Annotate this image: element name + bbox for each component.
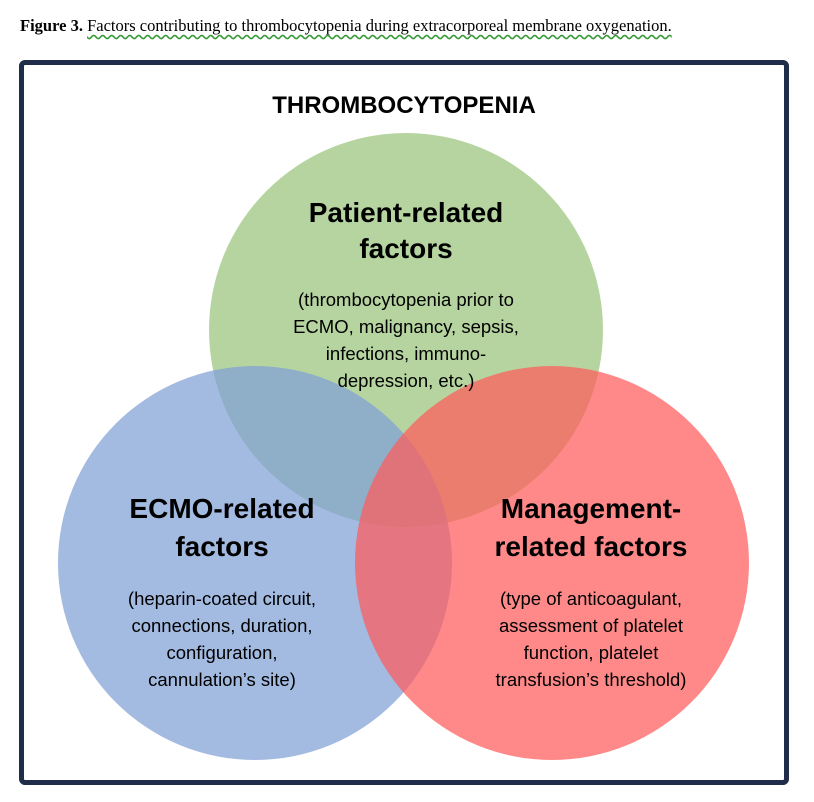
ecmo-detail-line-3: configuration, <box>166 642 277 663</box>
management-detail-line-3: function, platelet <box>524 642 659 663</box>
circle-management-related <box>355 366 749 760</box>
patient-detail-line-4: depression, etc.) <box>338 370 475 391</box>
management-heading-line-1: Management- <box>501 493 681 524</box>
ecmo-heading-line-2: factors <box>175 531 268 562</box>
figure-caption-text: Factors contributing to thrombocytopenia… <box>87 16 672 35</box>
ecmo-detail-line-1: (heparin-coated circuit, <box>128 588 316 609</box>
patient-detail-line-1: (thrombocytopenia prior to <box>298 289 514 310</box>
management-detail-line-2: assessment of platelet <box>499 615 683 636</box>
management-heading-line-2: related factors <box>495 531 688 562</box>
patient-detail-line-2: ECMO, malignancy, sepsis, <box>293 316 519 337</box>
diagram-title: THROMBOCYTOPENIA <box>272 92 536 119</box>
management-detail-line-4: transfusion’s threshold) <box>496 669 687 690</box>
ecmo-detail-line-4: cannulation’s site) <box>148 669 296 690</box>
management-detail-line-1: (type of anticoagulant, <box>500 588 682 609</box>
figure-caption: Figure 3. Factors contributing to thromb… <box>20 16 672 36</box>
patient-heading-line-2: factors <box>359 233 452 264</box>
ecmo-detail-line-2: connections, duration, <box>131 615 312 636</box>
patient-heading-line-1: Patient-related <box>309 197 504 228</box>
circle-ecmo-related <box>58 366 452 760</box>
ecmo-heading-line-1: ECMO-related <box>129 493 314 524</box>
diagram-frame <box>19 60 789 785</box>
patient-detail-line-3: infections, immuno- <box>326 343 486 364</box>
figure-label: Figure 3. <box>20 16 83 35</box>
